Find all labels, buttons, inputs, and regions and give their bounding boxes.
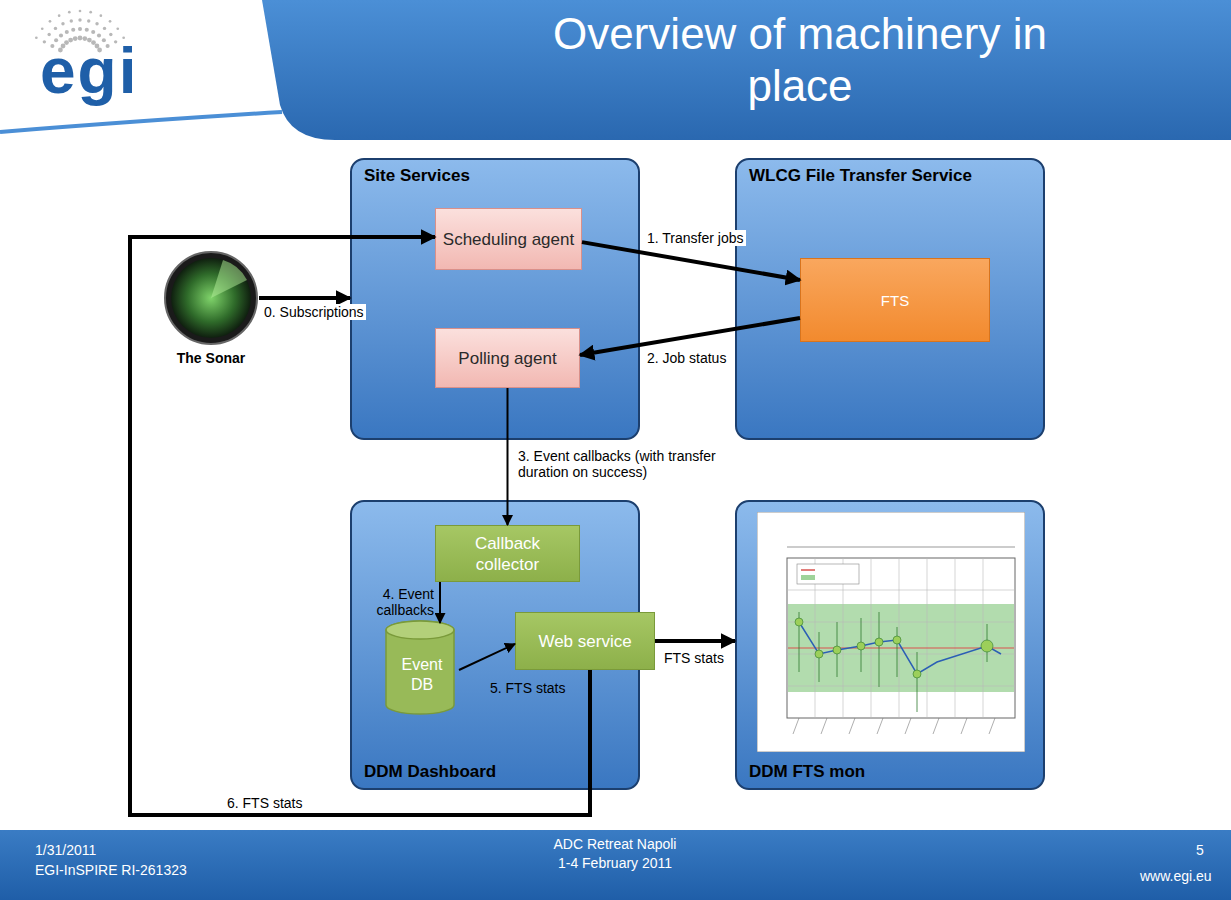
header-band <box>262 0 1231 140</box>
chart-legend-std <box>801 575 815 580</box>
fts-chart <box>757 512 1025 752</box>
flow-arrow <box>507 388 509 525</box>
box-label: Event DB <box>391 655 453 695</box>
group-heading: WLCG File Transfer Service <box>749 166 972 186</box>
footer-url: www.egi.eu <box>1140 868 1212 884</box>
edge-label: 5. FTS stats <box>488 680 567 696</box>
chart-legend-box <box>797 564 859 584</box>
chart-title-bar <box>787 546 1015 548</box>
grid-lines <box>787 558 1015 718</box>
box-label: Web service <box>538 631 631 652</box>
flow-arrow <box>582 242 800 280</box>
edge-label: 6. FTS stats <box>225 795 304 811</box>
box-label: Polling agent <box>458 348 556 369</box>
edge-label: 3. Event callbacks (with transfer durati… <box>516 448 732 480</box>
service-group: Scheduling agentPolling agent Site Servic… <box>350 158 640 440</box>
slide-title: Overview of machinery in place <box>520 8 1080 112</box>
agent-box: Polling agent <box>435 328 580 388</box>
footer-project: EGI-InSPIRE RI-261323 <box>35 862 187 878</box>
chart-frame <box>757 512 1025 752</box>
std-band <box>788 604 1014 692</box>
edge-label: 0. Subscriptions <box>262 304 366 320</box>
footer-band <box>0 830 1231 900</box>
sonar-graphic <box>163 250 259 346</box>
icon-caption: The Sonar <box>153 350 269 366</box>
database-cylinder: Event DB <box>385 620 459 715</box>
edge-label: 2. Job status <box>645 350 728 366</box>
page-number: 5 <box>1196 842 1204 858</box>
flow-arrow <box>459 644 515 670</box>
edge-label: FTS stats <box>662 650 726 666</box>
chart-legend-mean <box>801 569 815 571</box>
service-group: FTS WLCG File Transfer Service <box>735 158 1045 440</box>
flow-arrow <box>439 582 441 623</box>
fts-box: FTS <box>800 258 990 342</box>
agent-box: Scheduling agent <box>435 208 582 270</box>
flow-arrow <box>259 296 350 300</box>
process-box: Callback collector <box>435 525 580 582</box>
box-label: Scheduling agent <box>443 229 574 250</box>
group-heading: DDM Dashboard <box>364 762 496 782</box>
flow-arrow <box>130 237 590 815</box>
footer-event: ADC Retreat Napoli <box>554 836 677 852</box>
error-bars <box>799 612 987 712</box>
flow-arrow <box>655 639 735 643</box>
edge-label: 4. Event callbacks <box>354 586 436 618</box>
footer-date: 1/31/2011 <box>35 842 96 858</box>
edge-label: 1. Transfer jobs <box>645 230 746 246</box>
header-curve <box>0 112 282 132</box>
plot-area <box>787 558 1015 718</box>
axis-ticks <box>793 718 995 734</box>
footer-event-date: 1-4 February 2011 <box>558 855 672 871</box>
rate-series <box>799 622 1001 674</box>
process-box: Web service <box>515 612 655 670</box>
group-heading: Site Services <box>364 166 470 186</box>
box-label: Callback collector <box>442 533 573 575</box>
sonar-icon: The Sonar <box>163 250 259 346</box>
logo-text: egi <box>40 36 138 106</box>
group-heading: DDM FTS mon <box>749 762 865 782</box>
box-label: FTS <box>881 290 909 311</box>
service-group: Callback collectorEvent DB Web serviceDDM… <box>350 500 640 790</box>
rate-points <box>795 618 993 678</box>
